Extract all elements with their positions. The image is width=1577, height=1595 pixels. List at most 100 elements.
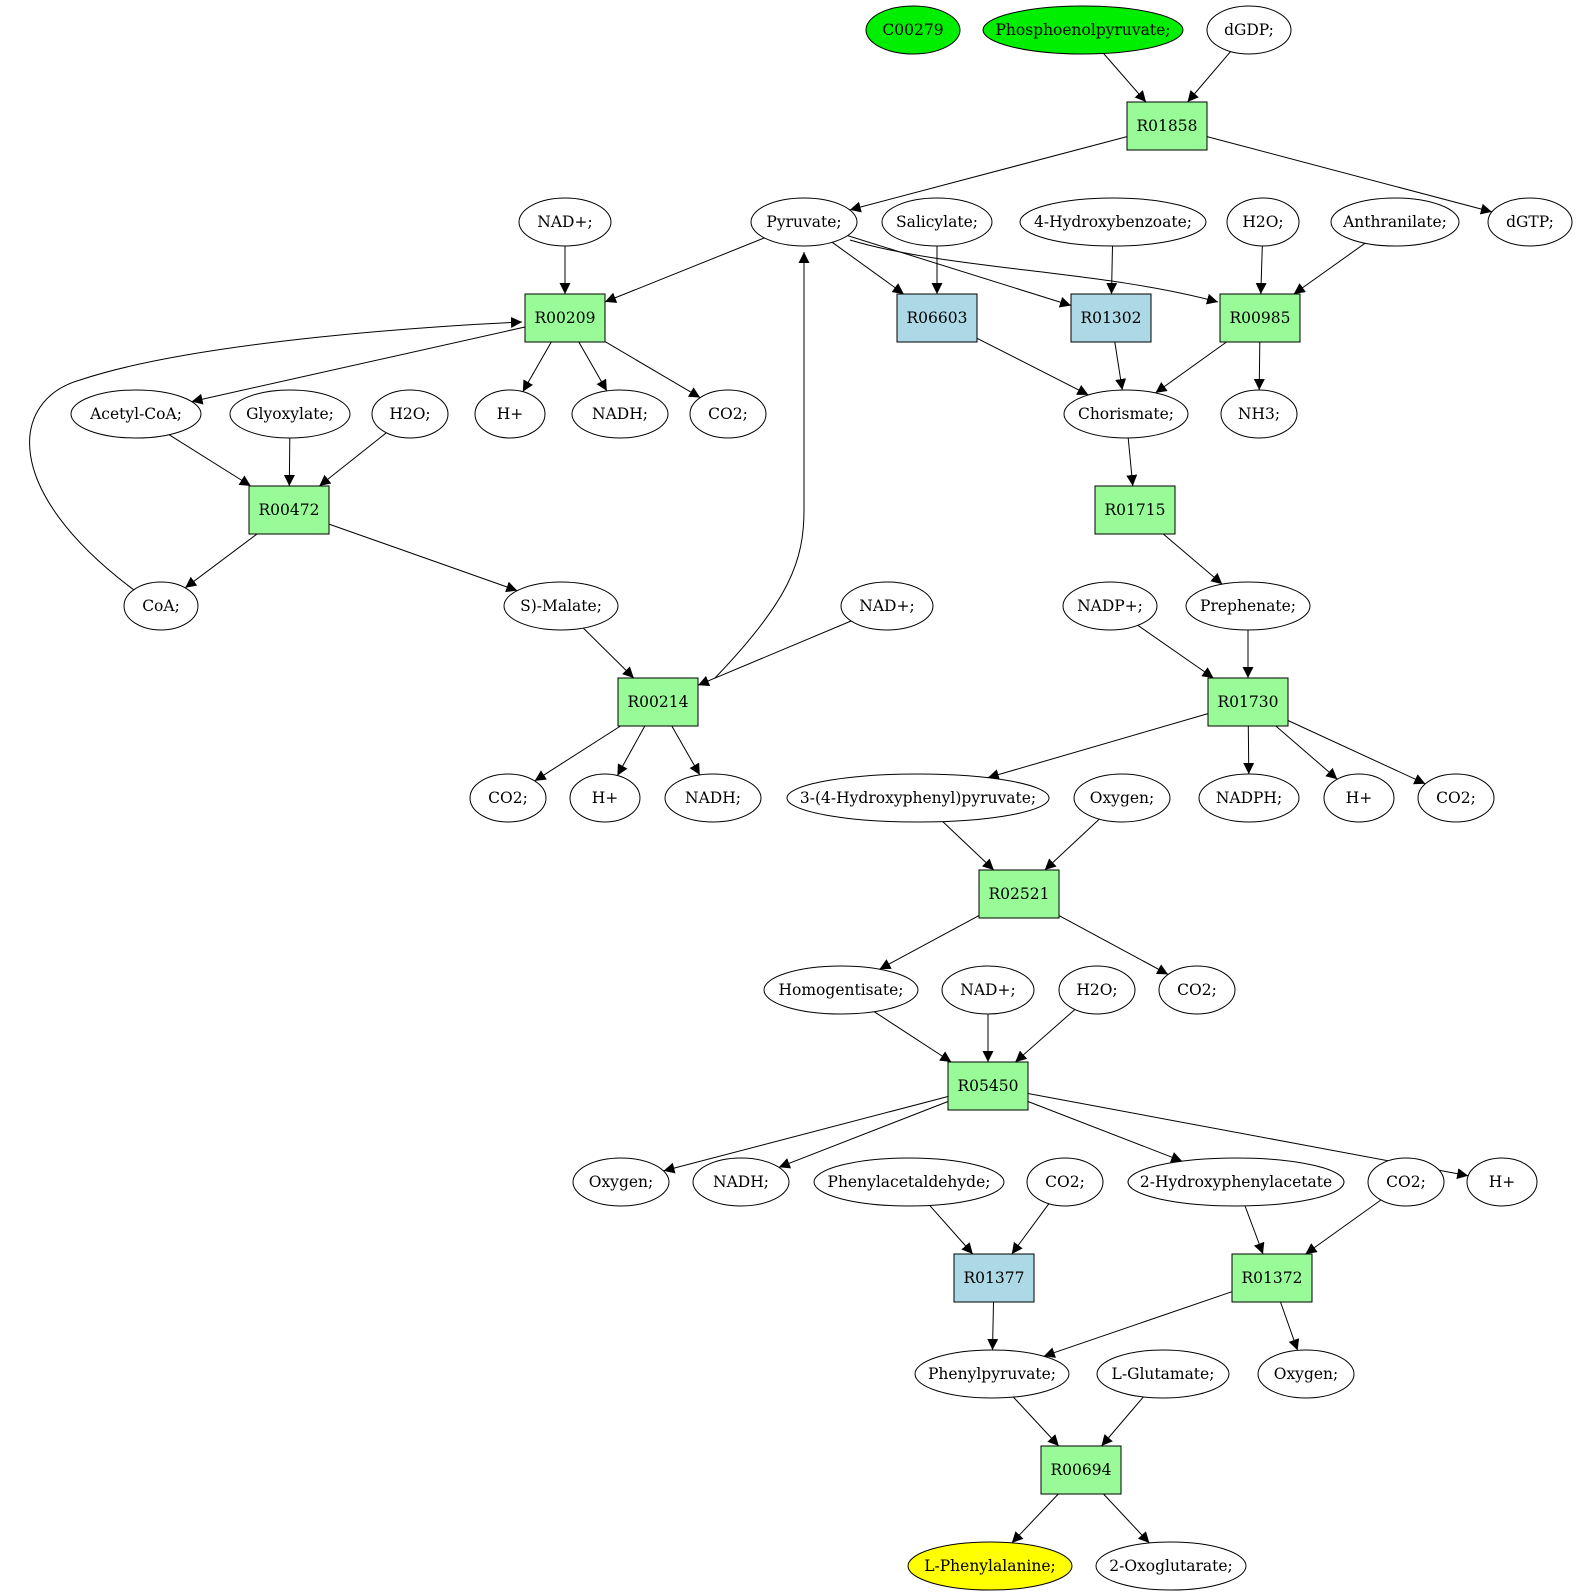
compound-node[interactable]: NAD+; bbox=[840, 581, 934, 631]
compound-node[interactable]: L-Glutamate; bbox=[1096, 1349, 1230, 1399]
reaction-node[interactable]: R00214 bbox=[617, 677, 699, 727]
reaction-node[interactable]: R06603 bbox=[896, 293, 978, 343]
compound-node[interactable]: Prephenate; bbox=[1185, 581, 1311, 631]
compound-node[interactable]: NAD+; bbox=[941, 965, 1035, 1015]
compound-node[interactable]: NADH; bbox=[664, 773, 762, 823]
compound-ellipse bbox=[1367, 1157, 1445, 1207]
reaction-box bbox=[947, 1061, 1029, 1111]
compound-ellipse bbox=[518, 197, 612, 247]
edge-r5-to-c17 bbox=[1155, 341, 1227, 394]
compound-label: CoA; bbox=[142, 597, 180, 615]
compound-label: H+ bbox=[1489, 1173, 1516, 1191]
compound-node[interactable]: dGDP; bbox=[1206, 5, 1292, 55]
compound-label: C00279 bbox=[882, 21, 943, 39]
edge-r2-to-c14 bbox=[522, 341, 552, 392]
edge-c19-to-r2 bbox=[29, 316, 523, 591]
compound-node[interactable]: CO2; bbox=[689, 389, 767, 439]
compound-node[interactable]: Anthranilate; bbox=[1330, 197, 1460, 247]
reaction-node[interactable]: R00209 bbox=[524, 293, 606, 343]
reaction-node[interactable]: R01858 bbox=[1126, 101, 1208, 151]
compound-node[interactable]: Oxygen; bbox=[572, 1157, 670, 1207]
edge-c40-to-r13 bbox=[1244, 1205, 1265, 1255]
reaction-node[interactable]: R01730 bbox=[1207, 677, 1289, 727]
reaction-node[interactable]: R01377 bbox=[953, 1253, 1035, 1303]
compound-label: NADP+; bbox=[1077, 597, 1143, 615]
compound-node[interactable]: NADPH; bbox=[1198, 773, 1300, 823]
edge-c32-to-r11 bbox=[873, 1011, 952, 1063]
compound-node[interactable]: Pyruvate; bbox=[750, 197, 858, 247]
compound-node[interactable]: Oxygen; bbox=[1073, 773, 1171, 823]
compound-node[interactable]: L-Phenylalanine; bbox=[907, 1541, 1073, 1591]
compound-node[interactable]: 2-Oxoglutarate; bbox=[1095, 1541, 1247, 1591]
compound-node[interactable]: H+ bbox=[569, 773, 641, 823]
compound-ellipse bbox=[689, 389, 767, 439]
compound-node[interactable]: Glyoxylate; bbox=[229, 389, 351, 439]
compound-node[interactable]: Salicylate; bbox=[881, 197, 993, 247]
compound-label: NAD+; bbox=[960, 981, 1015, 999]
reaction-node[interactable]: R00694 bbox=[1040, 1445, 1122, 1495]
compound-ellipse bbox=[503, 581, 619, 631]
compound-node[interactable]: C00279 bbox=[865, 5, 961, 55]
reaction-node[interactable]: R05450 bbox=[947, 1061, 1029, 1111]
compound-node[interactable]: 3-(4-Hydroxyphenyl)pyruvate; bbox=[786, 773, 1050, 823]
compound-ellipse bbox=[750, 197, 858, 247]
edge-c28-to-r10 bbox=[1044, 818, 1100, 871]
compound-node[interactable]: dGTP; bbox=[1487, 197, 1573, 247]
compound-node[interactable]: CO2; bbox=[1158, 965, 1236, 1015]
compound-node[interactable]: Oxygen; bbox=[1257, 1349, 1355, 1399]
compound-node[interactable]: CO2; bbox=[1367, 1157, 1445, 1207]
compound-node[interactable]: Phenylacetaldehyde; bbox=[813, 1157, 1005, 1207]
reaction-node[interactable]: R01372 bbox=[1231, 1253, 1313, 1303]
compound-node[interactable]: NADP+; bbox=[1062, 581, 1158, 631]
compound-node[interactable]: NH3; bbox=[1220, 389, 1298, 439]
compound-ellipse bbox=[692, 1157, 790, 1207]
compound-node[interactable]: CO2; bbox=[1417, 773, 1495, 823]
compound-node[interactable]: Acetyl-CoA; bbox=[70, 389, 202, 439]
compound-node[interactable]: CO2; bbox=[469, 773, 547, 823]
compound-node[interactable]: NADH; bbox=[571, 389, 669, 439]
compound-node[interactable]: H2O; bbox=[371, 389, 449, 439]
edge-r14-to-c46 bbox=[1011, 1493, 1059, 1544]
reaction-label: R02521 bbox=[989, 885, 1050, 903]
edge-r11-to-c36 bbox=[663, 1096, 949, 1174]
compound-ellipse bbox=[1073, 773, 1171, 823]
edge-c5-to-r5 bbox=[849, 239, 1219, 305]
compound-ellipse bbox=[70, 389, 202, 439]
compound-node[interactable]: Chorismate; bbox=[1063, 389, 1189, 439]
compound-node[interactable]: CoA; bbox=[123, 581, 199, 631]
compound-ellipse bbox=[1226, 197, 1300, 247]
compound-label: H2O; bbox=[1242, 213, 1283, 231]
compound-ellipse bbox=[229, 389, 351, 439]
compound-node[interactable]: 4-Hydroxybenzoate; bbox=[1019, 197, 1207, 247]
compound-node[interactable]: 2-Hydroxyphenylacetate bbox=[1127, 1157, 1345, 1207]
compound-node[interactable]: H2O; bbox=[1226, 197, 1300, 247]
edge-r13-to-c45 bbox=[1280, 1301, 1300, 1351]
reaction-label: R05450 bbox=[958, 1077, 1019, 1095]
compound-node[interactable]: H+ bbox=[474, 389, 546, 439]
reaction-label: R00985 bbox=[1230, 309, 1291, 327]
compound-node[interactable]: H+ bbox=[1466, 1157, 1538, 1207]
compound-node[interactable]: Homogentisate; bbox=[763, 965, 919, 1015]
compound-node[interactable]: NADH; bbox=[692, 1157, 790, 1207]
compound-ellipse bbox=[371, 389, 449, 439]
edge-r4-to-c17 bbox=[1114, 341, 1127, 391]
compound-ellipse bbox=[123, 581, 199, 631]
reaction-node[interactable]: R00985 bbox=[1219, 293, 1301, 343]
compound-node[interactable]: NAD+; bbox=[518, 197, 612, 247]
compound-node[interactable]: CO2; bbox=[1026, 1157, 1104, 1207]
reaction-node[interactable]: R01302 bbox=[1070, 293, 1152, 343]
reaction-node[interactable]: R02521 bbox=[978, 869, 1060, 919]
compound-ellipse bbox=[840, 581, 934, 631]
edge-r1-to-c10 bbox=[1206, 136, 1493, 215]
reaction-label: R01302 bbox=[1081, 309, 1142, 327]
compound-node[interactable]: H+ bbox=[1323, 773, 1395, 823]
edge-r8-to-c24 bbox=[534, 725, 621, 782]
compound-node[interactable]: S)-Malate; bbox=[503, 581, 619, 631]
compound-node[interactable]: H2O; bbox=[1058, 965, 1136, 1015]
reaction-node[interactable]: R01715 bbox=[1094, 485, 1176, 535]
compound-node[interactable]: Phenylpyruvate; bbox=[914, 1349, 1070, 1399]
reaction-node[interactable]: R00472 bbox=[248, 485, 330, 535]
compound-node[interactable]: Phosphoenolpyruvate; bbox=[982, 5, 1184, 55]
edge-c44-to-r14 bbox=[1101, 1396, 1144, 1447]
edge-c12-to-r6 bbox=[283, 437, 295, 487]
